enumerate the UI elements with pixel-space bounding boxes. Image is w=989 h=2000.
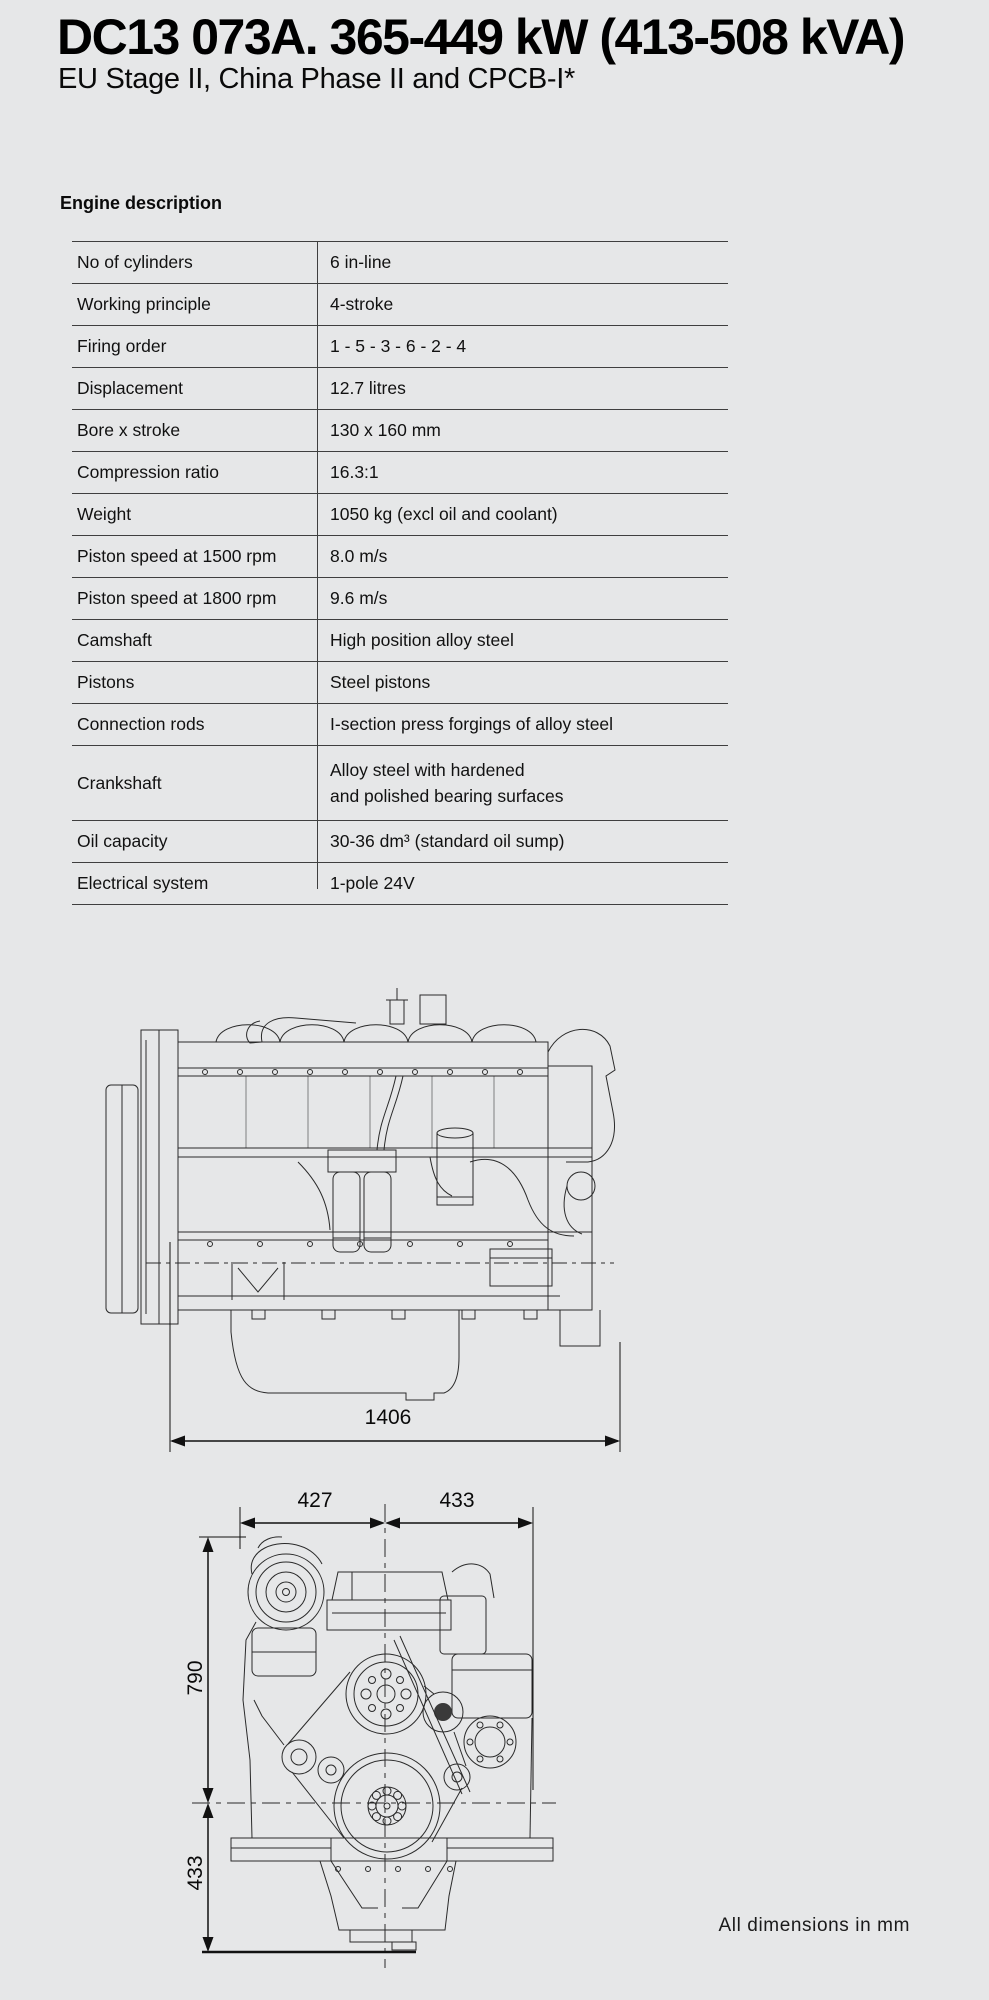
spec-value: 1-pole 24V bbox=[330, 873, 415, 894]
spec-label: Weight bbox=[77, 504, 132, 524]
table-row: Piston speed at 1500 rpm 8.0 m/s bbox=[72, 535, 728, 577]
engine-side-view-drawing bbox=[105, 988, 616, 1401]
table-row: Oil capacity 30-36 dm³ (standard oil sump… bbox=[72, 820, 728, 862]
engine-front-view-drawing bbox=[192, 1504, 556, 1968]
spec-value: 9.6 m/s bbox=[330, 588, 388, 609]
table-row: Piston speed at 1800 rpm 9.6 m/s bbox=[72, 577, 728, 619]
table-row: Firing order 1 - 5 - 3 - 6 - 2 - 4 bbox=[72, 325, 728, 367]
spec-label: Oil capacity bbox=[77, 831, 168, 851]
table-column-divider bbox=[317, 241, 318, 889]
table-row: Compression ratio 16.3:1 bbox=[72, 451, 728, 493]
fan-hub-pulley bbox=[345, 1653, 427, 1735]
spec-label: Camshaft bbox=[77, 630, 152, 650]
spec-label: Electrical system bbox=[77, 873, 209, 893]
spec-value: Steel pistons bbox=[330, 672, 431, 693]
table-row: Bore x stroke 130 x 160 mm bbox=[72, 409, 728, 451]
spec-value: 130 x 160 mm bbox=[330, 420, 441, 441]
oil-sump bbox=[230, 1310, 460, 1401]
dimension-height-lower-label: 433 bbox=[184, 1855, 207, 1891]
table-row: Pistons Steel pistons bbox=[72, 661, 728, 703]
table-row: Camshaft High position alloy steel bbox=[72, 619, 728, 661]
table-row: Weight 1050 kg (excl oil and coolant) bbox=[72, 493, 728, 535]
turbocharger bbox=[247, 1536, 325, 1631]
spec-label: No of cylinders bbox=[77, 252, 193, 272]
spec-value: Alloy steel with hardened and polished b… bbox=[330, 759, 564, 806]
table-row: Connection rods I-section press forgings … bbox=[72, 703, 728, 745]
spec-value: 1 - 5 - 3 - 6 - 2 - 4 bbox=[330, 336, 467, 357]
oil-filter bbox=[436, 1127, 474, 1206]
spec-label: Firing order bbox=[77, 336, 167, 356]
table-row: No of cylinders 6 in-line bbox=[72, 241, 728, 283]
front-view-dimensions bbox=[199, 1507, 534, 1954]
table-row: Crankshaft Alloy steel with hardened and … bbox=[72, 745, 728, 820]
dimension-width-right-label: 433 bbox=[439, 1489, 475, 1512]
spec-value: 30-36 dm³ (standard oil sump) bbox=[330, 831, 565, 852]
spec-label: Bore x stroke bbox=[77, 420, 181, 440]
spec-value: I-section press forgings of alloy steel bbox=[330, 714, 614, 735]
spec-label: Compression ratio bbox=[77, 462, 219, 482]
bolt-heads bbox=[202, 1069, 523, 1247]
spec-label: Piston speed at 1500 rpm bbox=[77, 546, 277, 566]
table-row: Displacement 12.7 litres bbox=[72, 367, 728, 409]
page-subtitle: EU Stage II, China Phase II and CPCB-I* bbox=[58, 63, 576, 95]
oil-sump-front bbox=[319, 1860, 457, 1951]
mounting-brackets bbox=[230, 1837, 554, 1909]
belt-pulleys bbox=[253, 1691, 471, 1791]
exhaust-manifold bbox=[547, 1029, 616, 1235]
spec-label: Connection rods bbox=[77, 714, 205, 734]
spec-label: Pistons bbox=[77, 672, 135, 692]
table-row: Working principle 4-stroke bbox=[72, 283, 728, 325]
dimensions-note: All dimensions in mm bbox=[718, 1915, 910, 1936]
spec-value: High position alloy steel bbox=[330, 630, 514, 651]
crankshaft-pulley bbox=[333, 1752, 441, 1860]
engine-description-heading: Engine description bbox=[60, 193, 223, 213]
spec-value: 1050 kg (excl oil and coolant) bbox=[330, 504, 558, 525]
spec-label: Piston speed at 1800 rpm bbox=[77, 588, 277, 608]
expansion-tank bbox=[326, 1571, 452, 1631]
spec-label: Displacement bbox=[77, 378, 184, 398]
flywheel-housing bbox=[105, 1029, 179, 1325]
spec-value: 16.3:1 bbox=[330, 462, 379, 483]
spec-value: 4-stroke bbox=[330, 294, 394, 315]
spec-label: Crankshaft bbox=[77, 772, 162, 793]
spec-value: 8.0 m/s bbox=[330, 546, 388, 567]
spec-value: 6 in-line bbox=[330, 252, 392, 273]
page-title: DC13 073A. 365-449 kW (413-508 kVA) bbox=[57, 9, 906, 65]
fuel-filters bbox=[327, 1149, 397, 1253]
spec-value: 12.7 litres bbox=[330, 378, 406, 399]
spec-label: Working principle bbox=[77, 294, 211, 314]
dimension-length-label: 1406 bbox=[364, 1406, 412, 1429]
table-row: Electrical system 1-pole 24V bbox=[72, 862, 728, 905]
dimension-height-upper-label: 790 bbox=[184, 1660, 207, 1696]
dimension-width-left-label: 427 bbox=[297, 1489, 333, 1512]
